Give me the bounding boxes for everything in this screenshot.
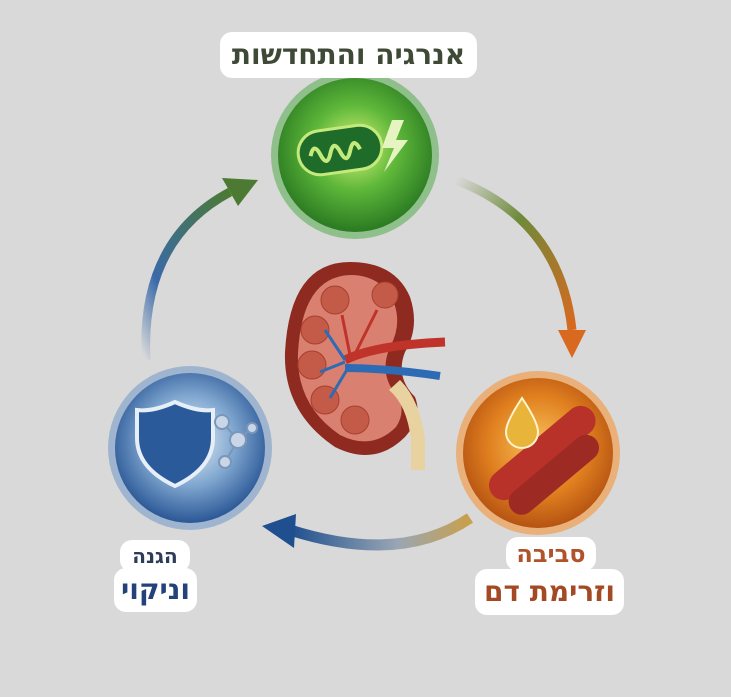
- environment-label-line1: סביבה: [506, 537, 596, 571]
- energy-circle: [271, 71, 439, 239]
- shield-icon: [135, 399, 215, 489]
- protection-label-line2: וניקוי: [114, 568, 197, 612]
- environment-circle: [456, 371, 620, 535]
- mitochondria-icon: [296, 123, 384, 177]
- lightning-icon: [382, 120, 408, 172]
- kidney-illustration: [284, 262, 446, 470]
- protection-circle: [108, 366, 272, 530]
- cycle-arrow-icon: [141, 175, 586, 551]
- environment-label-line2: וזרימת דם: [475, 569, 624, 615]
- molecule-icon: [214, 414, 258, 469]
- blood-vessel-icon: [488, 405, 600, 515]
- energy-label: אנרגיה והתחדשות: [220, 32, 477, 78]
- protection-label-line1: הגנה: [120, 540, 190, 572]
- drop-icon: [504, 396, 540, 449]
